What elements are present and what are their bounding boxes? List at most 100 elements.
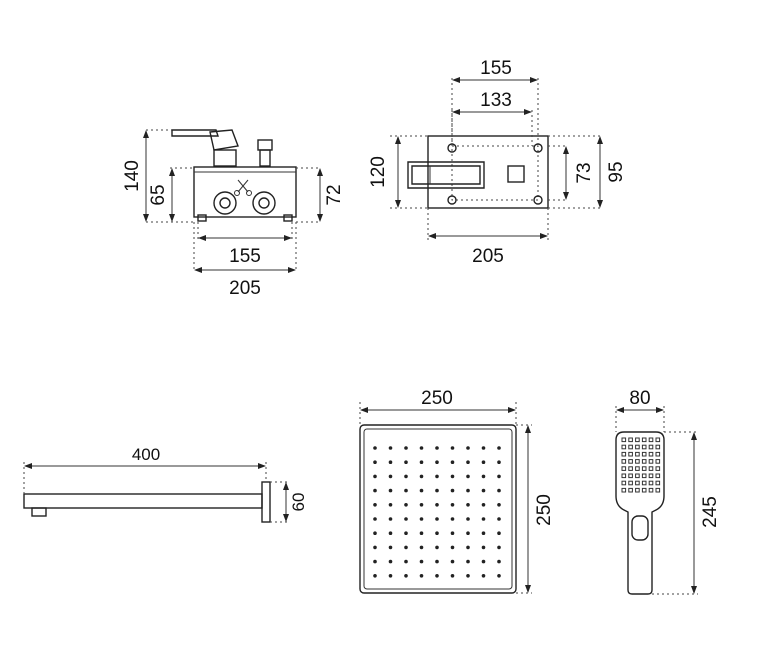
nozzle-dot (481, 460, 486, 465)
hand-nozzle (648, 444, 654, 450)
nozzle-dot (481, 574, 486, 578)
nozzle-dot (450, 545, 455, 550)
nozzle-dot (373, 460, 377, 465)
nozzle-dot (388, 545, 393, 550)
hand-nozzle (621, 473, 627, 479)
shower-arm-length: 400 (132, 445, 160, 464)
hand-nozzle (655, 437, 661, 443)
nozzle-dot (497, 503, 501, 507)
shower-head-height: 250 (534, 494, 555, 526)
mixer-front-height-right-inner: 73 (574, 162, 595, 183)
hand-nozzle (648, 437, 654, 443)
nozzle-dot (450, 531, 455, 535)
mixer-front-height-right-outer: 95 (606, 161, 627, 182)
shower-head-width: 250 (421, 388, 453, 409)
nozzle-dot (450, 488, 455, 493)
hand-nozzle (635, 473, 640, 479)
hand-nozzle (628, 437, 633, 443)
hand-nozzle (635, 451, 640, 457)
nozzle-dot (466, 474, 470, 479)
nozzle-dot (435, 446, 439, 450)
nozzle-dot (419, 517, 424, 521)
hand-nozzle (628, 487, 633, 493)
nozzle-dot (373, 446, 377, 450)
shower-arm-height: 60 (289, 493, 308, 512)
hand-nozzle (628, 466, 633, 471)
mixer-side-height-total: 140 (122, 160, 143, 192)
hand-nozzle (621, 487, 627, 493)
nozzle-dot (435, 559, 439, 564)
nozzle-dot (404, 559, 408, 564)
nozzle-dot (481, 531, 486, 535)
nozzle-dot (404, 545, 408, 550)
nozzle-dot (435, 474, 439, 479)
hand-nozzle (635, 459, 640, 464)
nozzle-dot (435, 488, 439, 493)
nozzle-dot (419, 446, 424, 450)
nozzle-dot (404, 531, 408, 535)
nozzle-dot (419, 531, 424, 535)
hand-nozzle (628, 459, 633, 464)
nozzle-dot (497, 531, 501, 535)
nozzle-dot (373, 503, 377, 507)
nozzle-dot (435, 517, 439, 521)
hand-nozzle (648, 466, 654, 471)
cut-mark-icon (234, 179, 252, 196)
nozzle-dot (388, 488, 393, 493)
hand-shower-length: 245 (700, 496, 721, 528)
nozzle-dot (497, 545, 501, 550)
nozzle-dot (373, 545, 377, 550)
nozzle-dot (481, 446, 486, 450)
nozzle-dot (466, 460, 470, 465)
hand-nozzle (635, 466, 640, 471)
nozzle-dot (435, 531, 439, 535)
nozzle-dot (497, 488, 501, 493)
mixer-front-height-left: 120 (368, 156, 389, 188)
nozzle-dot (497, 574, 501, 578)
nozzle-dot (373, 531, 377, 535)
hand-nozzle (641, 437, 647, 443)
hand-nozzle (648, 473, 654, 479)
nozzle-dot (373, 517, 377, 521)
hand-nozzle (655, 480, 661, 486)
mixer-side-height-right: 72 (324, 184, 345, 205)
nozzle-dot (373, 559, 377, 564)
hand-nozzle (641, 480, 647, 486)
nozzle-dot (388, 503, 393, 507)
mixer-front-width-top-outer: 155 (480, 58, 512, 79)
mixer-side-height-box: 65 (148, 184, 169, 205)
nozzle-dot (404, 446, 408, 450)
nozzle-dot (388, 474, 393, 479)
hand-nozzle (648, 459, 654, 464)
hand-nozzle (655, 466, 661, 471)
nozzle-dot (481, 474, 486, 479)
nozzle-dot (450, 517, 455, 521)
nozzle-dot (466, 517, 470, 521)
nozzle-dot (404, 574, 408, 578)
hand-nozzle (628, 480, 633, 486)
nozzle-dot (404, 460, 408, 465)
nozzle-dot (466, 446, 470, 450)
hand-nozzle (621, 459, 627, 464)
nozzle-dot (373, 474, 377, 479)
nozzle-dot (466, 531, 470, 535)
nozzle-dot (435, 574, 439, 578)
hand-nozzle (635, 437, 640, 443)
nozzle-dot (450, 559, 455, 564)
hand-nozzle (648, 487, 654, 493)
nozzle-dot (466, 488, 470, 493)
mixer-front-view: 155 133 120 73 95 205 (368, 58, 627, 267)
hand-nozzle (621, 444, 627, 450)
hand-nozzle (641, 459, 647, 464)
nozzle-dot (419, 460, 424, 465)
nozzle-dot (466, 574, 470, 578)
hand-nozzle (641, 444, 647, 450)
nozzle-dot (388, 559, 393, 564)
nozzle-dot (481, 503, 486, 507)
shower-arm: 400 60 (23, 445, 308, 523)
hand-nozzle (621, 451, 627, 457)
nozzle-dot (373, 574, 377, 578)
nozzle-dot (419, 488, 424, 493)
nozzle-dot (388, 517, 393, 521)
